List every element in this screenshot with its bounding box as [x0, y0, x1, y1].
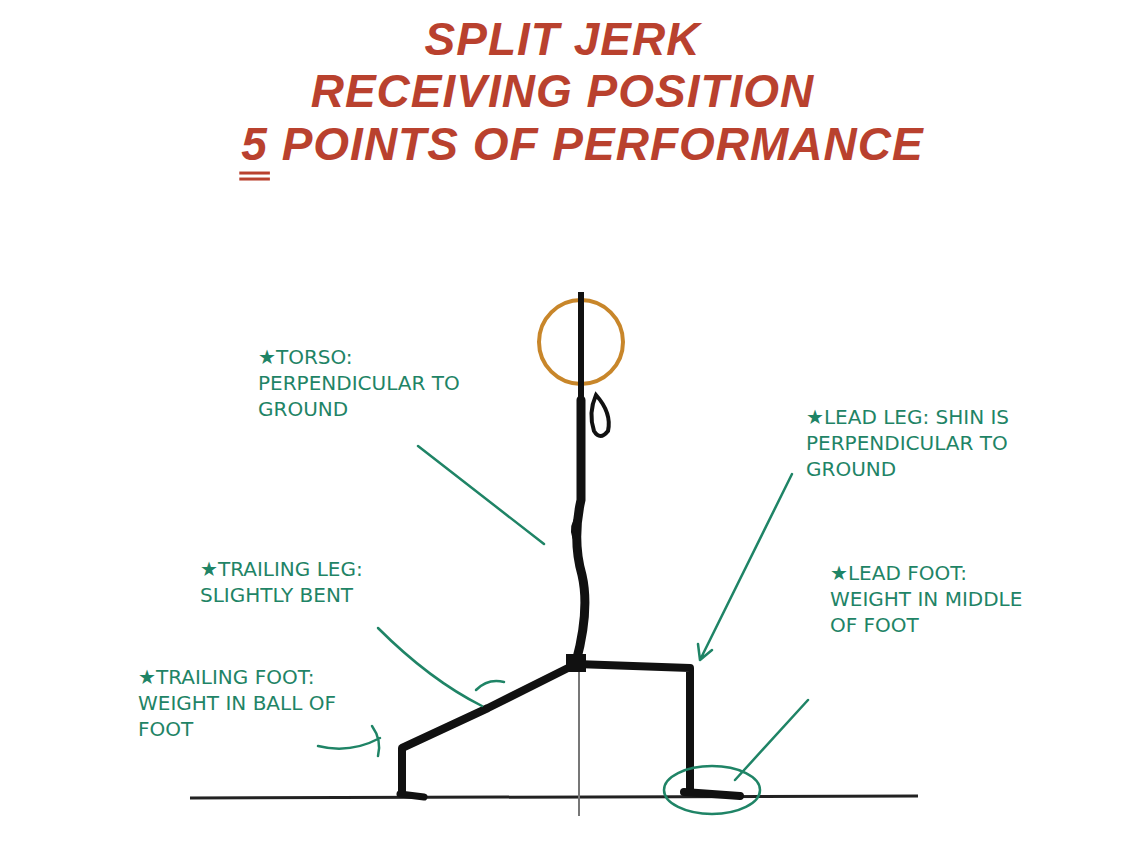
underline: [239, 178, 270, 181]
hand-loop: [591, 395, 608, 436]
arm-line: [578, 292, 584, 402]
leader-line: [735, 700, 808, 780]
trailing-leg: [402, 664, 576, 794]
lead-leg: [576, 664, 690, 790]
leader-line: [318, 726, 380, 756]
callout-note: ★TRAILING FOOT: WEIGHT IN BALL OF FOOT: [138, 664, 358, 742]
foot-circle: [664, 766, 760, 814]
leader-line: [378, 628, 504, 706]
leader-arrow: [698, 474, 792, 660]
callout-note: ★TRAILING LEG: SLIGHTLY BENT: [200, 556, 440, 608]
underline: [239, 172, 270, 175]
ground-line: [190, 796, 918, 798]
trailing-foot: [400, 794, 424, 797]
leader-line: [418, 446, 544, 544]
callout-note: ★LEAD FOOT: WEIGHT IN MIDDLE OF FOOT: [830, 560, 1035, 638]
subtitle-text: 5 POINTS OF PERFORMANCE: [241, 119, 923, 171]
plumb-line: [578, 660, 580, 816]
hip-joint: [566, 654, 586, 672]
title-text: SPLIT JERK RECEIVING POSITION: [243, 14, 883, 117]
torso-line: [576, 400, 585, 662]
callout-note: ★TORSO: PERPENDICULAR TO GROUND: [258, 344, 463, 422]
lead-foot: [684, 792, 740, 796]
callout-note: ★LEAD LEG: SHIN IS PERPENDICULAR TO GROU…: [806, 404, 1076, 482]
torso-detail: [572, 520, 577, 544]
